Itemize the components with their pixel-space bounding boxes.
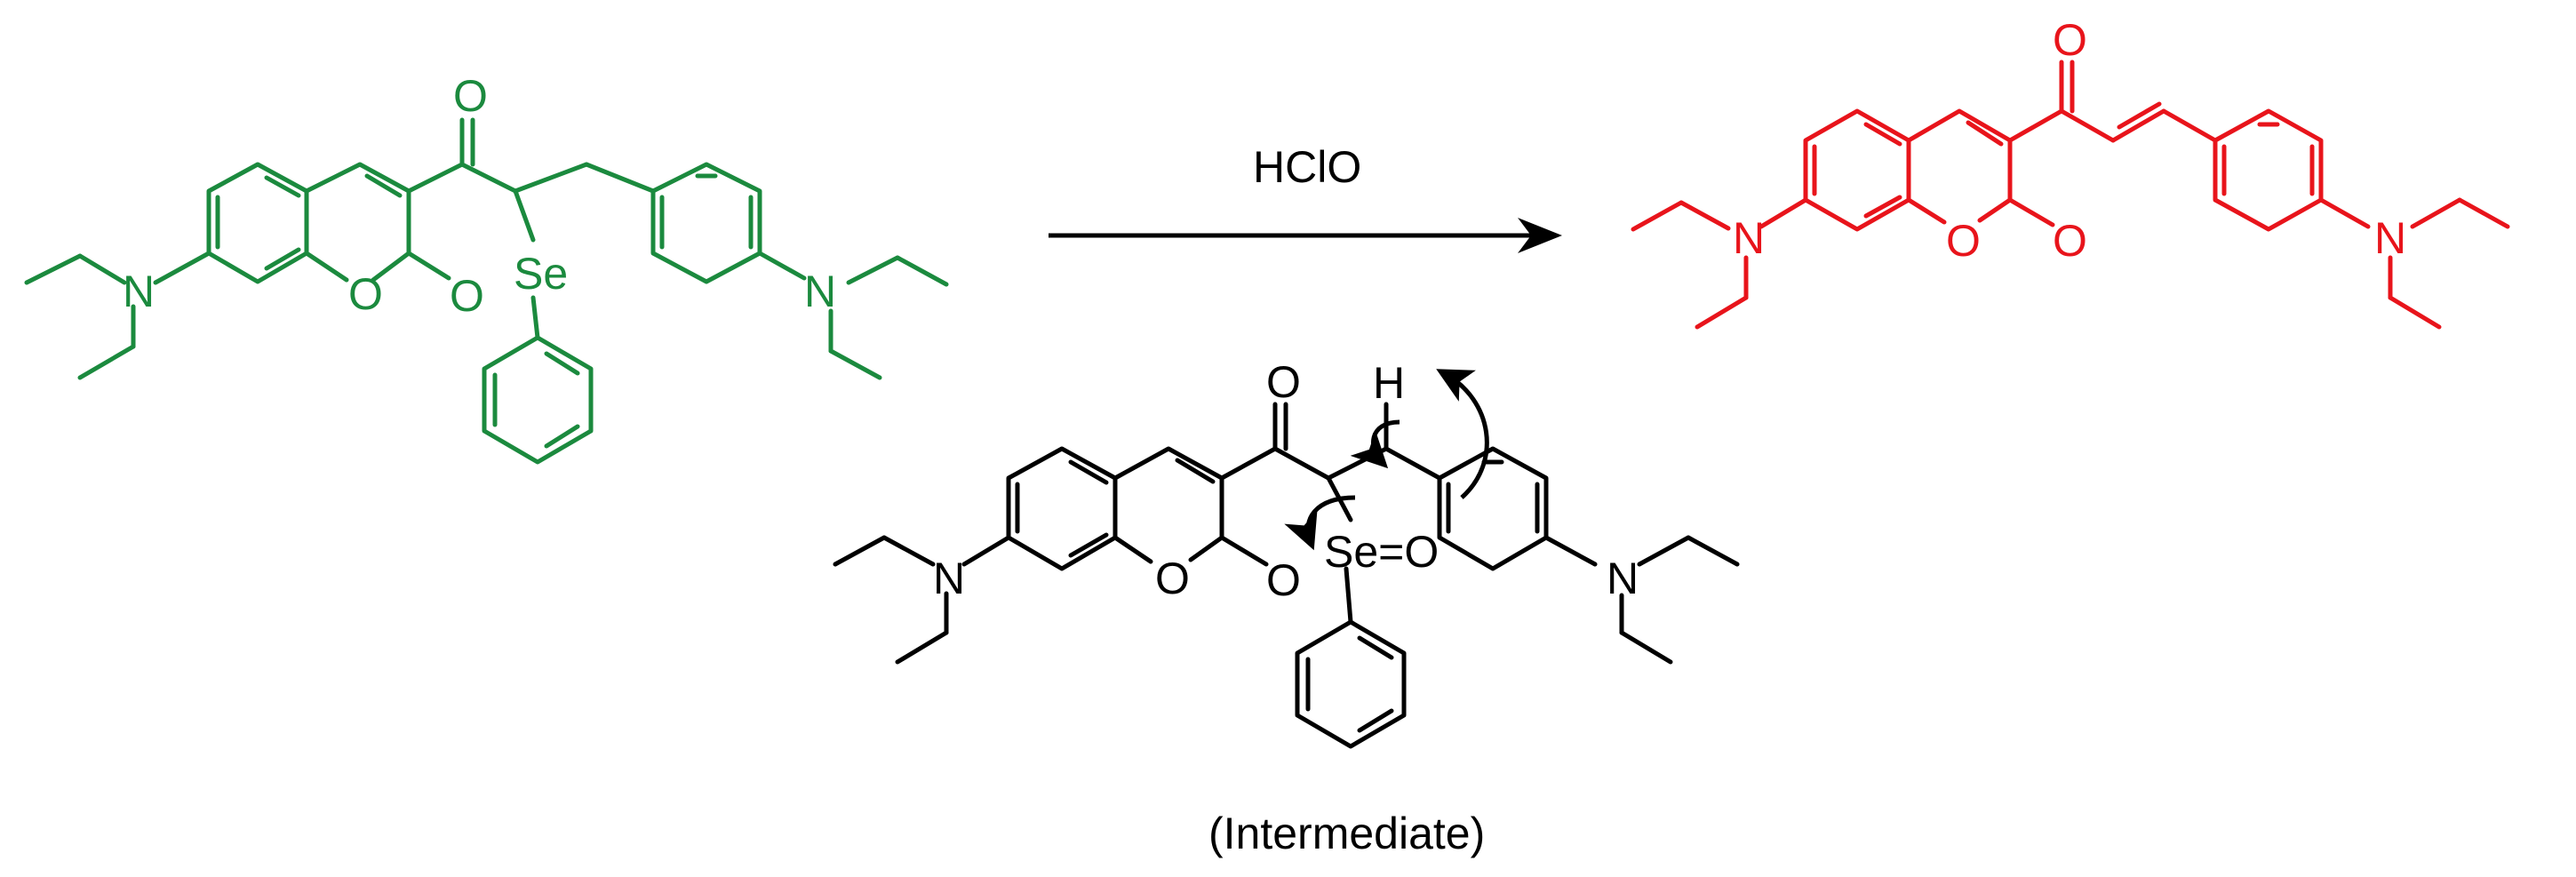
product-nitrogen-right: N: [2374, 213, 2406, 263]
product-nitrogen-left: N: [1733, 213, 1765, 263]
intermediate-nitrogen-right: N: [1607, 554, 1639, 603]
product-molecule: O O O N N: [1631, 15, 2510, 330]
intermediate-hydrogen: H: [1373, 358, 1405, 408]
intermediate-lactone-oxygen: O: [1266, 555, 1301, 605]
intermediate-ring-oxygen: O: [1155, 554, 1190, 603]
reactant-ring-oxygen: O: [348, 269, 383, 319]
reactant-nitrogen-left: N: [123, 267, 155, 316]
intermediate-nitrogen-left: N: [933, 554, 965, 603]
intermediate-selenoxide: Se=O: [1324, 527, 1439, 577]
reactant-nitrogen-right: N: [804, 267, 836, 316]
reagent-label: HClO: [1253, 142, 1361, 192]
reactant-carbonyl-oxygen: O: [453, 71, 488, 121]
product-ring-oxygen: O: [1946, 216, 1981, 266]
reactant-molecule: O O O Se N N: [24, 71, 949, 465]
reaction-arrow: HClO: [1049, 142, 1562, 253]
reactant-lactone-oxygen: O: [450, 271, 484, 321]
intermediate-molecule: O O O Se=O H N N: [833, 357, 1740, 749]
product-carbonyl-oxygen: O: [2053, 15, 2087, 65]
intermediate-carbonyl-oxygen: O: [1266, 357, 1301, 407]
reactant-selenium: Se: [514, 249, 568, 299]
product-lactone-oxygen: O: [2053, 216, 2087, 266]
intermediate-caption: (Intermediate): [1208, 809, 1485, 858]
